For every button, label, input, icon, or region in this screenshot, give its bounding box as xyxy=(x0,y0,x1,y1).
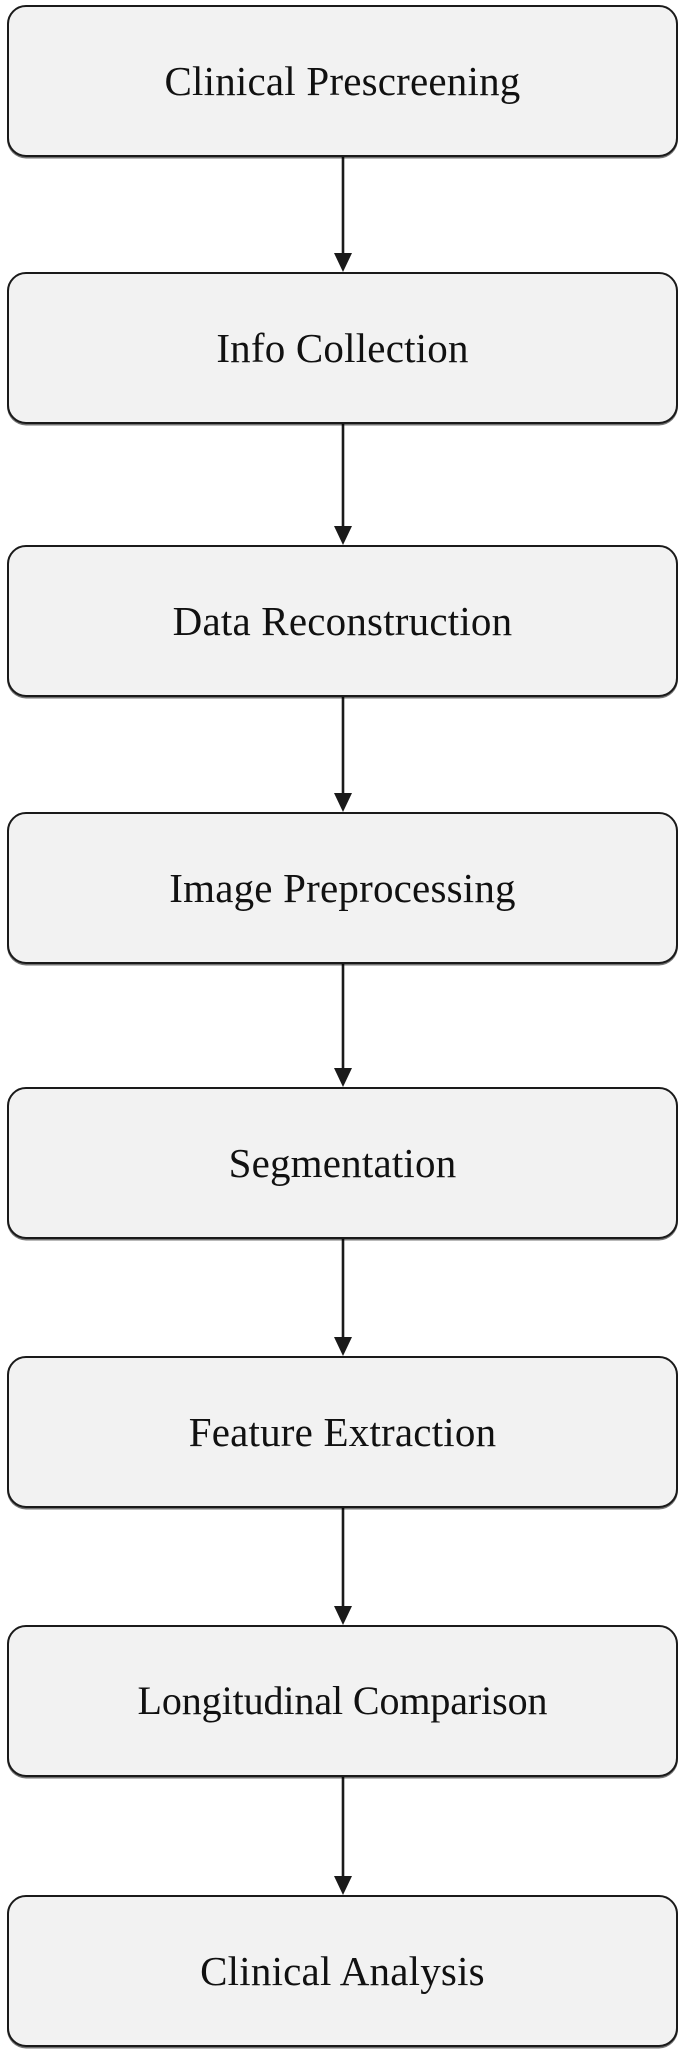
node-label-longitudinal-comparison: Longitudinal Comparison xyxy=(137,1678,548,1723)
edge-feature-extraction-to-longitudinal-comparison xyxy=(0,1508,685,1625)
node-label-segmentation: Segmentation xyxy=(228,1139,457,1186)
edge-info-collection-to-data-reconstruction xyxy=(0,424,685,545)
node-info-collection[interactable]: Info Collection xyxy=(7,272,678,424)
node-label-clinical-prescreening: Clinical Prescreening xyxy=(164,57,521,104)
edge-data-reconstruction-to-image-preprocessing xyxy=(0,697,685,812)
node-label-feature-extraction: Feature Extraction xyxy=(188,1408,497,1455)
edge-clinical-prescreening-to-info-collection xyxy=(0,157,685,272)
node-feature-extraction[interactable]: Feature Extraction xyxy=(7,1356,678,1508)
edge-longitudinal-comparison-to-clinical-analysis xyxy=(0,1777,685,1895)
node-data-reconstruction[interactable]: Data Reconstruction xyxy=(7,545,678,697)
node-segmentation[interactable]: Segmentation xyxy=(7,1087,678,1239)
edge-segmentation-to-feature-extraction xyxy=(0,1239,685,1356)
node-label-clinical-analysis: Clinical Analysis xyxy=(200,1947,485,1994)
edge-image-preprocessing-to-segmentation xyxy=(0,964,685,1087)
node-label-image-preprocessing: Image Preprocessing xyxy=(169,864,516,911)
node-clinical-analysis[interactable]: Clinical Analysis xyxy=(7,1895,678,2047)
node-clinical-prescreening[interactable]: Clinical Prescreening xyxy=(7,5,678,157)
node-image-preprocessing[interactable]: Image Preprocessing xyxy=(7,812,678,964)
node-label-data-reconstruction: Data Reconstruction xyxy=(172,597,513,644)
node-label-info-collection: Info Collection xyxy=(216,324,469,371)
node-longitudinal-comparison[interactable]: Longitudinal Comparison xyxy=(7,1625,678,1777)
